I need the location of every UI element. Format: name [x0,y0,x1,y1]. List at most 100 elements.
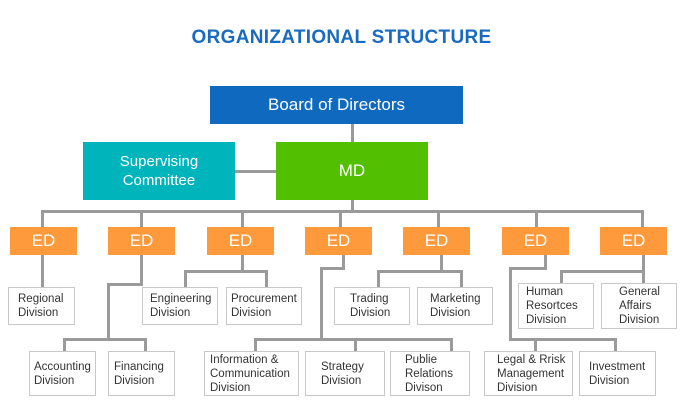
connector-financing [144,338,147,351]
division-label: Division [321,374,362,387]
division-label: Division [231,307,272,319]
connector-trading [377,270,380,287]
ed-label: ED [129,231,154,250]
division-label: Division [497,381,538,394]
connector-public-relations [450,338,453,351]
connector-accounting [63,338,66,351]
board-of-directors-node: Board of Directors [210,86,463,124]
ed-node-5: ED [403,227,470,255]
connector-ed6 [535,210,538,227]
division-label: Investment [589,360,646,373]
division-label: Division [619,314,660,326]
connector-ed5-down [440,255,443,272]
division-label: Legal & Rrisk [497,353,566,366]
connector-info-comm [254,338,257,351]
connector-ed4-bus [254,338,453,341]
connector-general-affairs [642,270,645,283]
supervising-committee-node: Supervising Committee [83,142,235,200]
ed-label: ED [31,231,56,250]
ed-node-6: ED [502,227,569,255]
division-label: Division [18,307,59,319]
division-label: General [619,286,660,298]
division-label: Relations [405,367,453,380]
connector-ed2 [140,210,143,227]
connector-procurement [265,270,268,287]
division-label: Division [210,381,251,394]
connector-legal-risk [534,338,537,351]
division-label: Human [526,286,564,298]
ed-node-1: ED [10,227,77,255]
connector-strategy [354,338,357,351]
division-label: Management [497,367,565,380]
ed-label: ED [424,231,449,250]
division-label: Affairs [619,300,652,312]
connector-ed6-down [544,255,547,269]
connector-ed2-elbow [107,283,143,286]
connector-ed6-trunk [509,267,512,340]
connector-ed1-regional [41,255,44,287]
ed-node-2: ED [108,227,175,255]
division-label: Division [350,307,391,319]
division-label: Division [589,374,630,387]
supervising-label-line2: Committee [122,172,196,189]
connector-ed4 [339,210,342,227]
chart-title: ORGANIZATIONAL STRUCTURE [191,27,492,48]
connector-engineering [184,270,187,287]
connector-ed5 [437,210,440,227]
connector-ed7 [641,210,644,227]
division-label: Publie [405,353,437,366]
division-label: Strategy [321,360,364,373]
connector-md-eds [351,200,354,212]
division-label: Division [114,374,155,387]
connector-ed7-bus [560,270,645,273]
connector-ed6-elbow [509,267,547,270]
connector-ed2-trunk [107,283,110,341]
connector-supervising-md [235,170,276,173]
connector-ed1 [41,210,44,227]
division-label: Division [150,307,191,319]
connector-ed4-down [342,255,345,269]
division-label: Divison [405,381,443,394]
ed-node-4: ED [305,227,372,255]
division-label: Division [430,307,471,319]
connector-board-md [351,124,354,142]
md-label: MD [338,161,366,180]
connector-ed2-down [140,255,143,285]
board-label: Board of Directors [268,95,405,114]
connector-ed2-bus [63,338,147,341]
ed-label: ED [228,231,253,250]
connector-ed4-trunk [320,267,323,340]
division-label: Trading [350,293,389,305]
division-label: Regional [18,293,64,305]
connector-ed4-elbow [320,267,345,270]
connector-ed7-down [642,255,645,272]
division-label: Division [526,314,567,326]
division-label: Marketing [430,293,481,305]
division-label: Procurement [231,293,297,305]
connector-ed6-bus [509,338,617,341]
ed-label: ED [326,231,351,250]
ed-node-3: ED [207,227,274,255]
ed-label: ED [621,231,646,250]
division-label: Financing [114,360,164,373]
connector-human-resources [560,270,563,283]
division-label: Accounting [34,360,91,373]
division-label: Communication [210,367,290,380]
ed-node-7: ED [600,227,667,255]
division-label: Division [34,374,75,387]
md-node: MD [276,142,428,200]
connector-marketing [460,270,463,287]
